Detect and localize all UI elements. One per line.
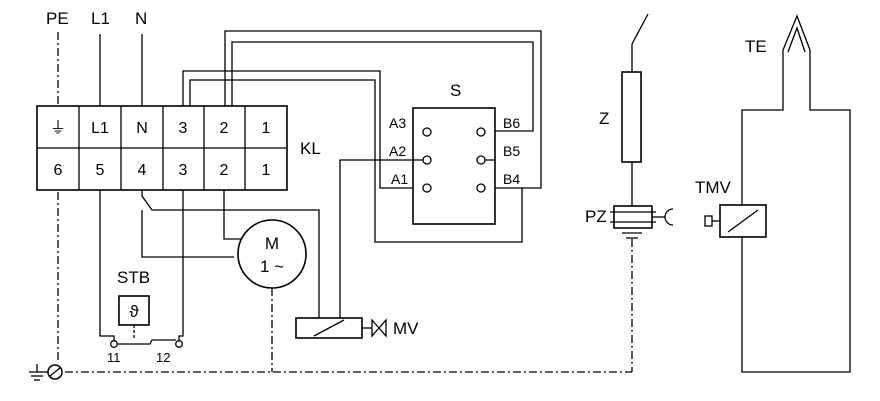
thermo-valve-label: TMV [695,178,732,197]
theta-symbol: ϑ [129,302,139,321]
terminal-top-5: 2 [220,120,229,137]
switch-unit-label: S [450,81,461,100]
terminal-block: ⏚ L1 N 3 2 1 6 5 4 3 2 1 [36,105,288,191]
terminal-block-label: KL [300,139,321,158]
terminal-top-3: N [136,120,148,137]
terminal-bottom-5: 2 [220,162,229,179]
switch-unit [412,107,496,225]
ground-icon [29,364,45,381]
terminal-top-1: ⏚ [50,119,66,137]
bundle-wires [182,30,542,243]
pin-b6: B6 [503,115,520,131]
valve-label: MV [393,319,419,338]
temperature-sensor: TE [741,14,851,373]
sensor-label: TE [745,37,767,56]
motor: M 1 ~ [237,219,307,289]
electrode-label: Z [599,109,609,128]
burner-label: PZ [585,207,607,226]
piezo-igniter: PZ [585,205,674,239]
pin-a3: A3 [389,115,406,131]
ignition-electrode: Z [599,13,649,206]
pin-a2: A2 [389,143,406,159]
terminal-top-2: L1 [91,120,109,137]
pe-label: PE [46,9,69,28]
contact-12-label: 12 [156,350,170,365]
ground-screw-icon [47,364,63,380]
terminal-bottom-4: 3 [179,162,188,179]
thermo-valve: TMV [695,178,767,238]
pin-b4: B4 [503,171,520,187]
terminal-bottom-6: 1 [262,162,271,179]
terminal-bottom-3: 4 [138,162,147,179]
n-label: N [135,9,147,28]
contact-11-label: 11 [107,350,121,365]
l1-label: L1 [91,9,110,28]
lower-wiring [99,159,413,341]
motor-type: 1 ~ [260,257,284,276]
terminal-bottom-2: 5 [96,162,105,179]
pin-a1: A1 [391,171,408,187]
pin-b5: B5 [503,143,520,159]
terminal-top-4: 3 [179,120,188,137]
thermostat-label: STB [117,268,150,287]
terminal-top-6: 1 [262,120,271,137]
thermostat: STB ϑ 11 12 [107,268,183,365]
terminal-bottom-1: 6 [54,162,63,179]
ground-bus [65,239,633,373]
magnetic-valve: MV [295,317,419,339]
motor-label: M [265,234,279,253]
